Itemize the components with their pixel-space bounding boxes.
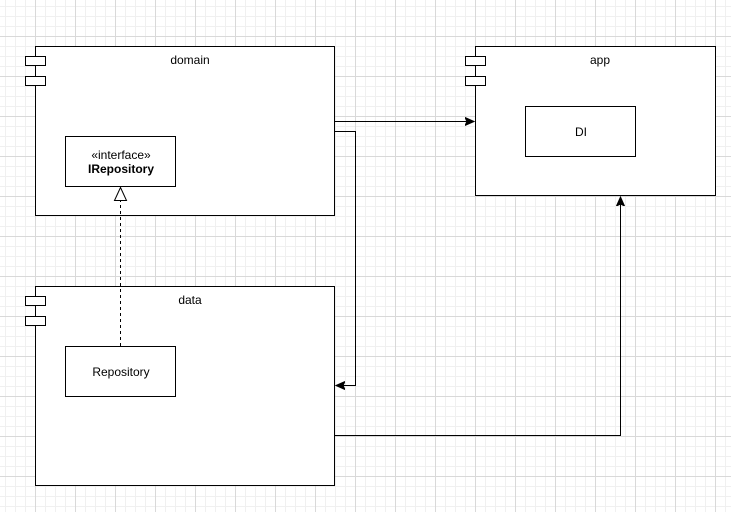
interface-box-irepository[interactable]	[65, 136, 176, 187]
component-title-domain: domain	[170, 53, 210, 67]
dependency-arrow-domain-data[interactable]	[335, 131, 356, 386]
component-port-icon	[465, 56, 486, 66]
interface-irepository: «interface» IRepository	[66, 137, 176, 187]
dependency-arrow-data-app[interactable]	[335, 197, 621, 436]
component-port-icon	[465, 76, 486, 86]
class-repository-label: Repository	[92, 365, 150, 379]
class-box-repository[interactable]	[65, 346, 176, 397]
component-domain[interactable]	[25, 46, 335, 216]
interface-name: IRepository	[87, 161, 154, 176]
component-title-app: app	[589, 53, 611, 67]
realization-arrow[interactable]	[113, 186, 128, 347]
component-port-icon	[25, 56, 46, 66]
component-port-icon	[25, 76, 46, 86]
interface-stereotype: «interface»	[91, 147, 151, 162]
component-title-data: data	[178, 293, 202, 307]
component-port-icon	[25, 316, 46, 326]
class-di-label: DI	[575, 125, 587, 139]
class-box-di[interactable]	[525, 106, 636, 157]
component-port-icon	[25, 296, 46, 306]
